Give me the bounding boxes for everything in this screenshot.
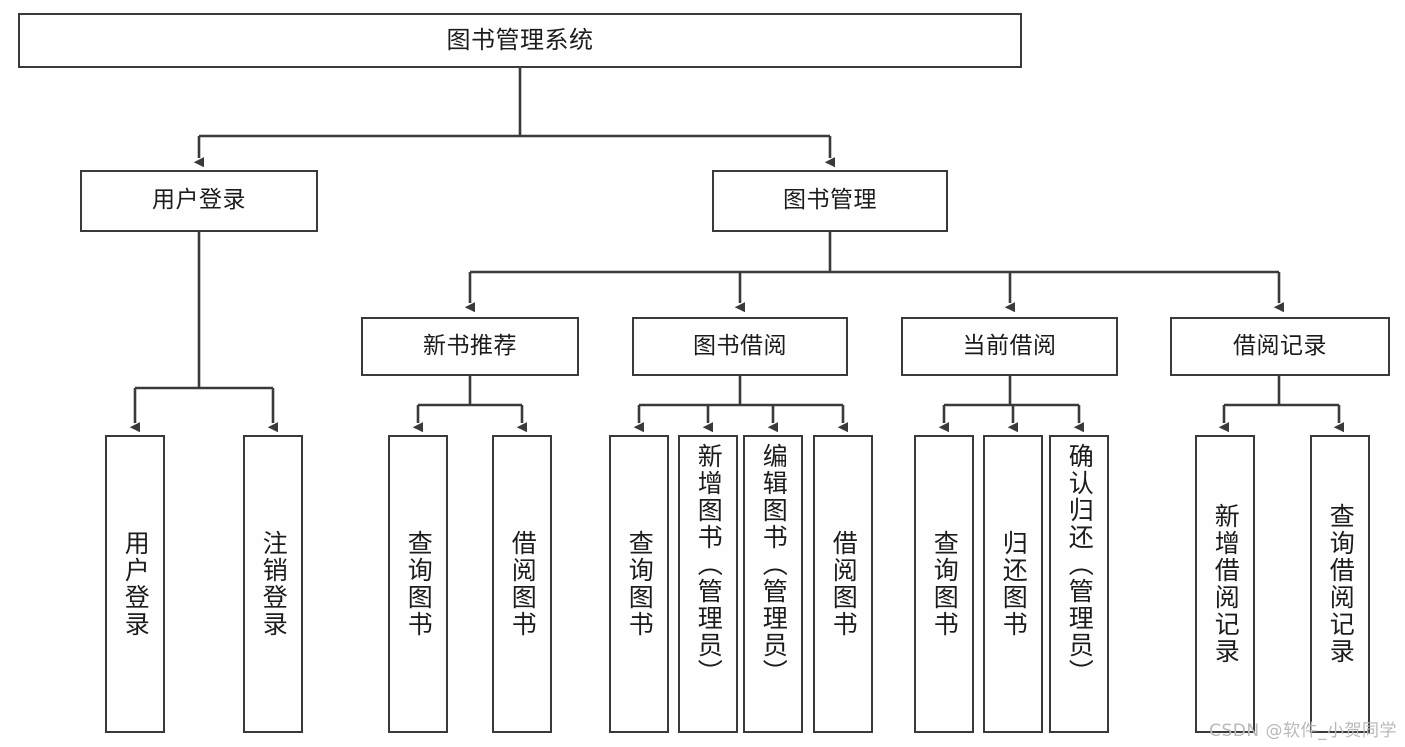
- leaf-borrow-record-query-label: 查询借阅记录: [1326, 503, 1356, 665]
- leaf-new-book-borrow-label: 借阅图书: [508, 530, 538, 638]
- node-book-borrow[interactable]: 图书借阅: [632, 317, 848, 376]
- leaf-book-borrow-edit-label: 编辑图书（管理员）: [759, 443, 789, 686]
- node-current-borrow-label: 当前借阅: [962, 332, 1057, 359]
- leaf-current-borrow-query[interactable]: 查询图书: [914, 435, 974, 733]
- leaf-new-book-query[interactable]: 查询图书: [388, 435, 448, 733]
- leaf-user-login-login[interactable]: 用户登录: [105, 435, 165, 733]
- leaf-book-borrow-add-label: 新增图书（管理员）: [694, 443, 724, 686]
- leaf-book-borrow-query[interactable]: 查询图书: [609, 435, 669, 733]
- node-root-label: 图书管理系统: [446, 26, 594, 55]
- leaf-current-borrow-query-label: 查询图书: [930, 530, 960, 638]
- node-user-login[interactable]: 用户登录: [80, 170, 318, 232]
- leaf-book-borrow-add[interactable]: 新增图书（管理员）: [678, 435, 738, 733]
- node-book-management[interactable]: 图书管理: [712, 170, 948, 232]
- leaf-current-borrow-return-label: 归还图书: [999, 530, 1029, 638]
- node-borrow-record-label: 借阅记录: [1233, 332, 1327, 359]
- leaf-book-borrow-query-label: 查询图书: [625, 530, 655, 638]
- leaf-user-login-logout-label: 注销登录: [259, 530, 289, 638]
- node-book-borrow-label: 图书借阅: [693, 332, 787, 359]
- node-current-borrow[interactable]: 当前借阅: [901, 317, 1118, 376]
- leaf-new-book-borrow[interactable]: 借阅图书: [492, 435, 552, 733]
- node-new-book-recommend-label: 新书推荐: [423, 332, 517, 359]
- leaf-new-book-query-label: 查询图书: [404, 530, 434, 638]
- leaf-current-borrow-confirm-label: 确认归还（管理员）: [1065, 443, 1095, 686]
- node-book-management-label: 图书管理: [783, 187, 877, 214]
- leaf-current-borrow-confirm[interactable]: 确认归还（管理员）: [1049, 435, 1109, 733]
- node-new-book-recommend[interactable]: 新书推荐: [361, 317, 579, 376]
- node-borrow-record[interactable]: 借阅记录: [1170, 317, 1390, 376]
- node-root[interactable]: 图书管理系统: [18, 13, 1022, 68]
- leaf-book-borrow-borrow-label: 借阅图书: [829, 530, 859, 638]
- leaf-book-borrow-edit[interactable]: 编辑图书（管理员）: [743, 435, 803, 733]
- leaf-user-login-logout[interactable]: 注销登录: [243, 435, 303, 733]
- watermark: CSDN @软件_小贺同学: [1209, 721, 1397, 741]
- leaf-borrow-record-query[interactable]: 查询借阅记录: [1310, 435, 1370, 733]
- node-user-login-label: 用户登录: [152, 187, 246, 214]
- leaf-borrow-record-add[interactable]: 新增借阅记录: [1195, 435, 1255, 733]
- leaf-current-borrow-return[interactable]: 归还图书: [983, 435, 1043, 733]
- leaf-book-borrow-borrow[interactable]: 借阅图书: [813, 435, 873, 733]
- leaf-borrow-record-add-label: 新增借阅记录: [1211, 503, 1241, 665]
- leaf-user-login-login-label: 用户登录: [121, 530, 151, 638]
